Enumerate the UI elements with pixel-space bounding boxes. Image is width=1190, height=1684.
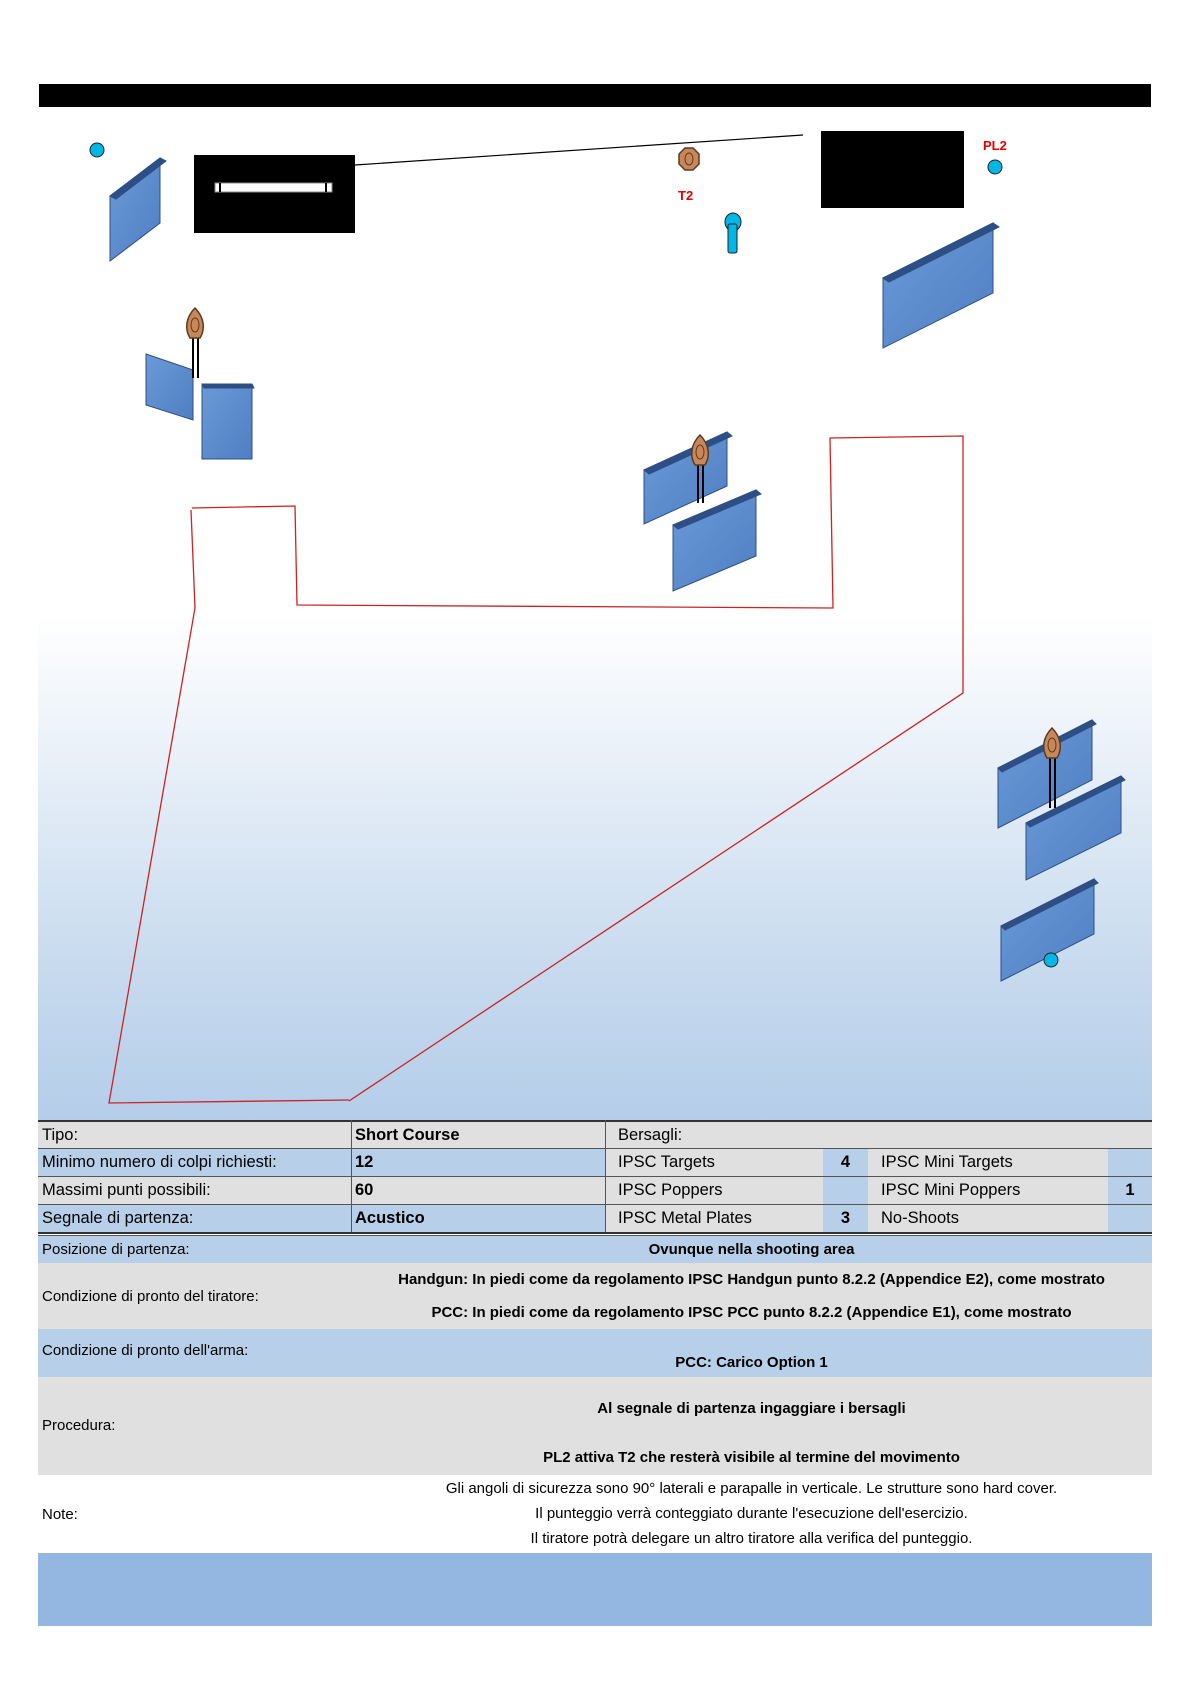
posizione-label: Posizione di partenza: xyxy=(38,1236,351,1263)
note-line2: Il punteggio verrà conteggiato durante l… xyxy=(535,1505,968,1522)
popper-pl2-activator xyxy=(724,212,742,254)
no-shoots-label: No-Shoots xyxy=(868,1205,1108,1232)
label-t2: T2 xyxy=(678,188,694,203)
ipsc-targets-count: 4 xyxy=(823,1149,868,1176)
label-pl2: PL2 xyxy=(983,138,1007,153)
wall-3b-top xyxy=(201,383,255,389)
condizione-arma-value: PCC: Carico Option 1 xyxy=(675,1354,828,1371)
target-3 xyxy=(1042,726,1062,808)
ipsc-targets-label: IPSC Targets xyxy=(605,1149,823,1176)
note-line1: Gli angoli di sicurezza sono 90° lateral… xyxy=(445,1480,1058,1497)
target-1 xyxy=(185,306,205,378)
max-punti-value: 60 xyxy=(351,1177,605,1204)
wall-2-top xyxy=(882,222,1000,283)
tipo-label: Tipo: xyxy=(38,1122,351,1148)
mini-poppers-label: IPSC Mini Poppers xyxy=(868,1177,1108,1204)
condizione-tiratore-label: Condizione di pronto del tiratore: xyxy=(42,1287,259,1305)
shooting-box-connector xyxy=(354,134,804,166)
min-colpi-value: 12 xyxy=(351,1149,605,1176)
shooting-box-right xyxy=(821,131,964,208)
condizione-arma-label: Condizione di pronto dell'arma: xyxy=(42,1342,249,1359)
bersagli-label: Bersagli: xyxy=(605,1122,1152,1148)
wall-3a xyxy=(145,353,194,421)
stage-map-svg xyxy=(89,131,1126,1104)
fault-lines xyxy=(108,435,964,1104)
note-label: Note: xyxy=(42,1505,78,1523)
segnale-label: Segnale di partenza: xyxy=(38,1205,351,1232)
ipsc-poppers-label: IPSC Poppers xyxy=(605,1177,823,1204)
mini-group-count: 1 xyxy=(1108,1177,1152,1204)
tipo-value: Short Course xyxy=(351,1122,605,1148)
metal-plates xyxy=(89,142,1059,968)
slot-mark-left xyxy=(219,183,221,192)
stage-diagram: PL2 T2 xyxy=(38,108,1152,1123)
wall-2 xyxy=(882,222,994,349)
shooting-box-left xyxy=(194,155,355,233)
target-2 xyxy=(690,433,710,503)
ipsc-metal-plates-label: IPSC Metal Plates xyxy=(605,1205,823,1232)
fault-line-left xyxy=(108,509,350,1104)
procedura-line1: Al segnale di partenza ingaggiare i bers… xyxy=(597,1399,906,1417)
fault-line-upper xyxy=(191,435,964,1102)
wall-1-top xyxy=(109,157,167,200)
procedura-line2: PL2 attiva T2 che resterà visibile al te… xyxy=(543,1448,960,1466)
ipsc-metal-plates-count: 3 xyxy=(823,1205,868,1232)
wall-4b-top xyxy=(672,489,762,530)
wall-6-top xyxy=(1000,878,1099,931)
condizione-tiratore-pcc: PCC: In piedi come da regolamento IPSC P… xyxy=(431,1304,1072,1321)
port-slot xyxy=(214,182,333,193)
min-colpi-label: Minimo numero di colpi richiesti: xyxy=(38,1149,351,1176)
target-t2 xyxy=(678,147,700,171)
note-line3: Il tiratore potrà delegare un altro tira… xyxy=(530,1530,973,1547)
max-punti-label: Massimi punti possibili: xyxy=(38,1177,351,1204)
mini-targets-label: IPSC Mini Targets xyxy=(868,1149,1108,1176)
plate-1 xyxy=(89,142,105,158)
walls xyxy=(109,156,1126,982)
condizione-tiratore-handgun: Handgun: In piedi come da regolamento IP… xyxy=(398,1271,1105,1288)
ipsc-poppers-count xyxy=(823,1177,868,1204)
plate-pl2 xyxy=(987,159,1003,175)
wall-1 xyxy=(109,156,161,263)
procedura-label: Procedura: xyxy=(42,1417,116,1434)
wall-3b xyxy=(201,383,253,460)
header-bar xyxy=(39,84,1151,107)
wall-5b-top xyxy=(1025,775,1126,828)
plate-3 xyxy=(1043,952,1059,968)
segnale-value: Acustico xyxy=(351,1205,605,1232)
posizione-value: Ovunque nella shooting area xyxy=(351,1236,1152,1263)
slot-mark-right xyxy=(325,183,327,192)
paper-targets xyxy=(185,147,1062,808)
footer-block xyxy=(38,1553,1152,1626)
